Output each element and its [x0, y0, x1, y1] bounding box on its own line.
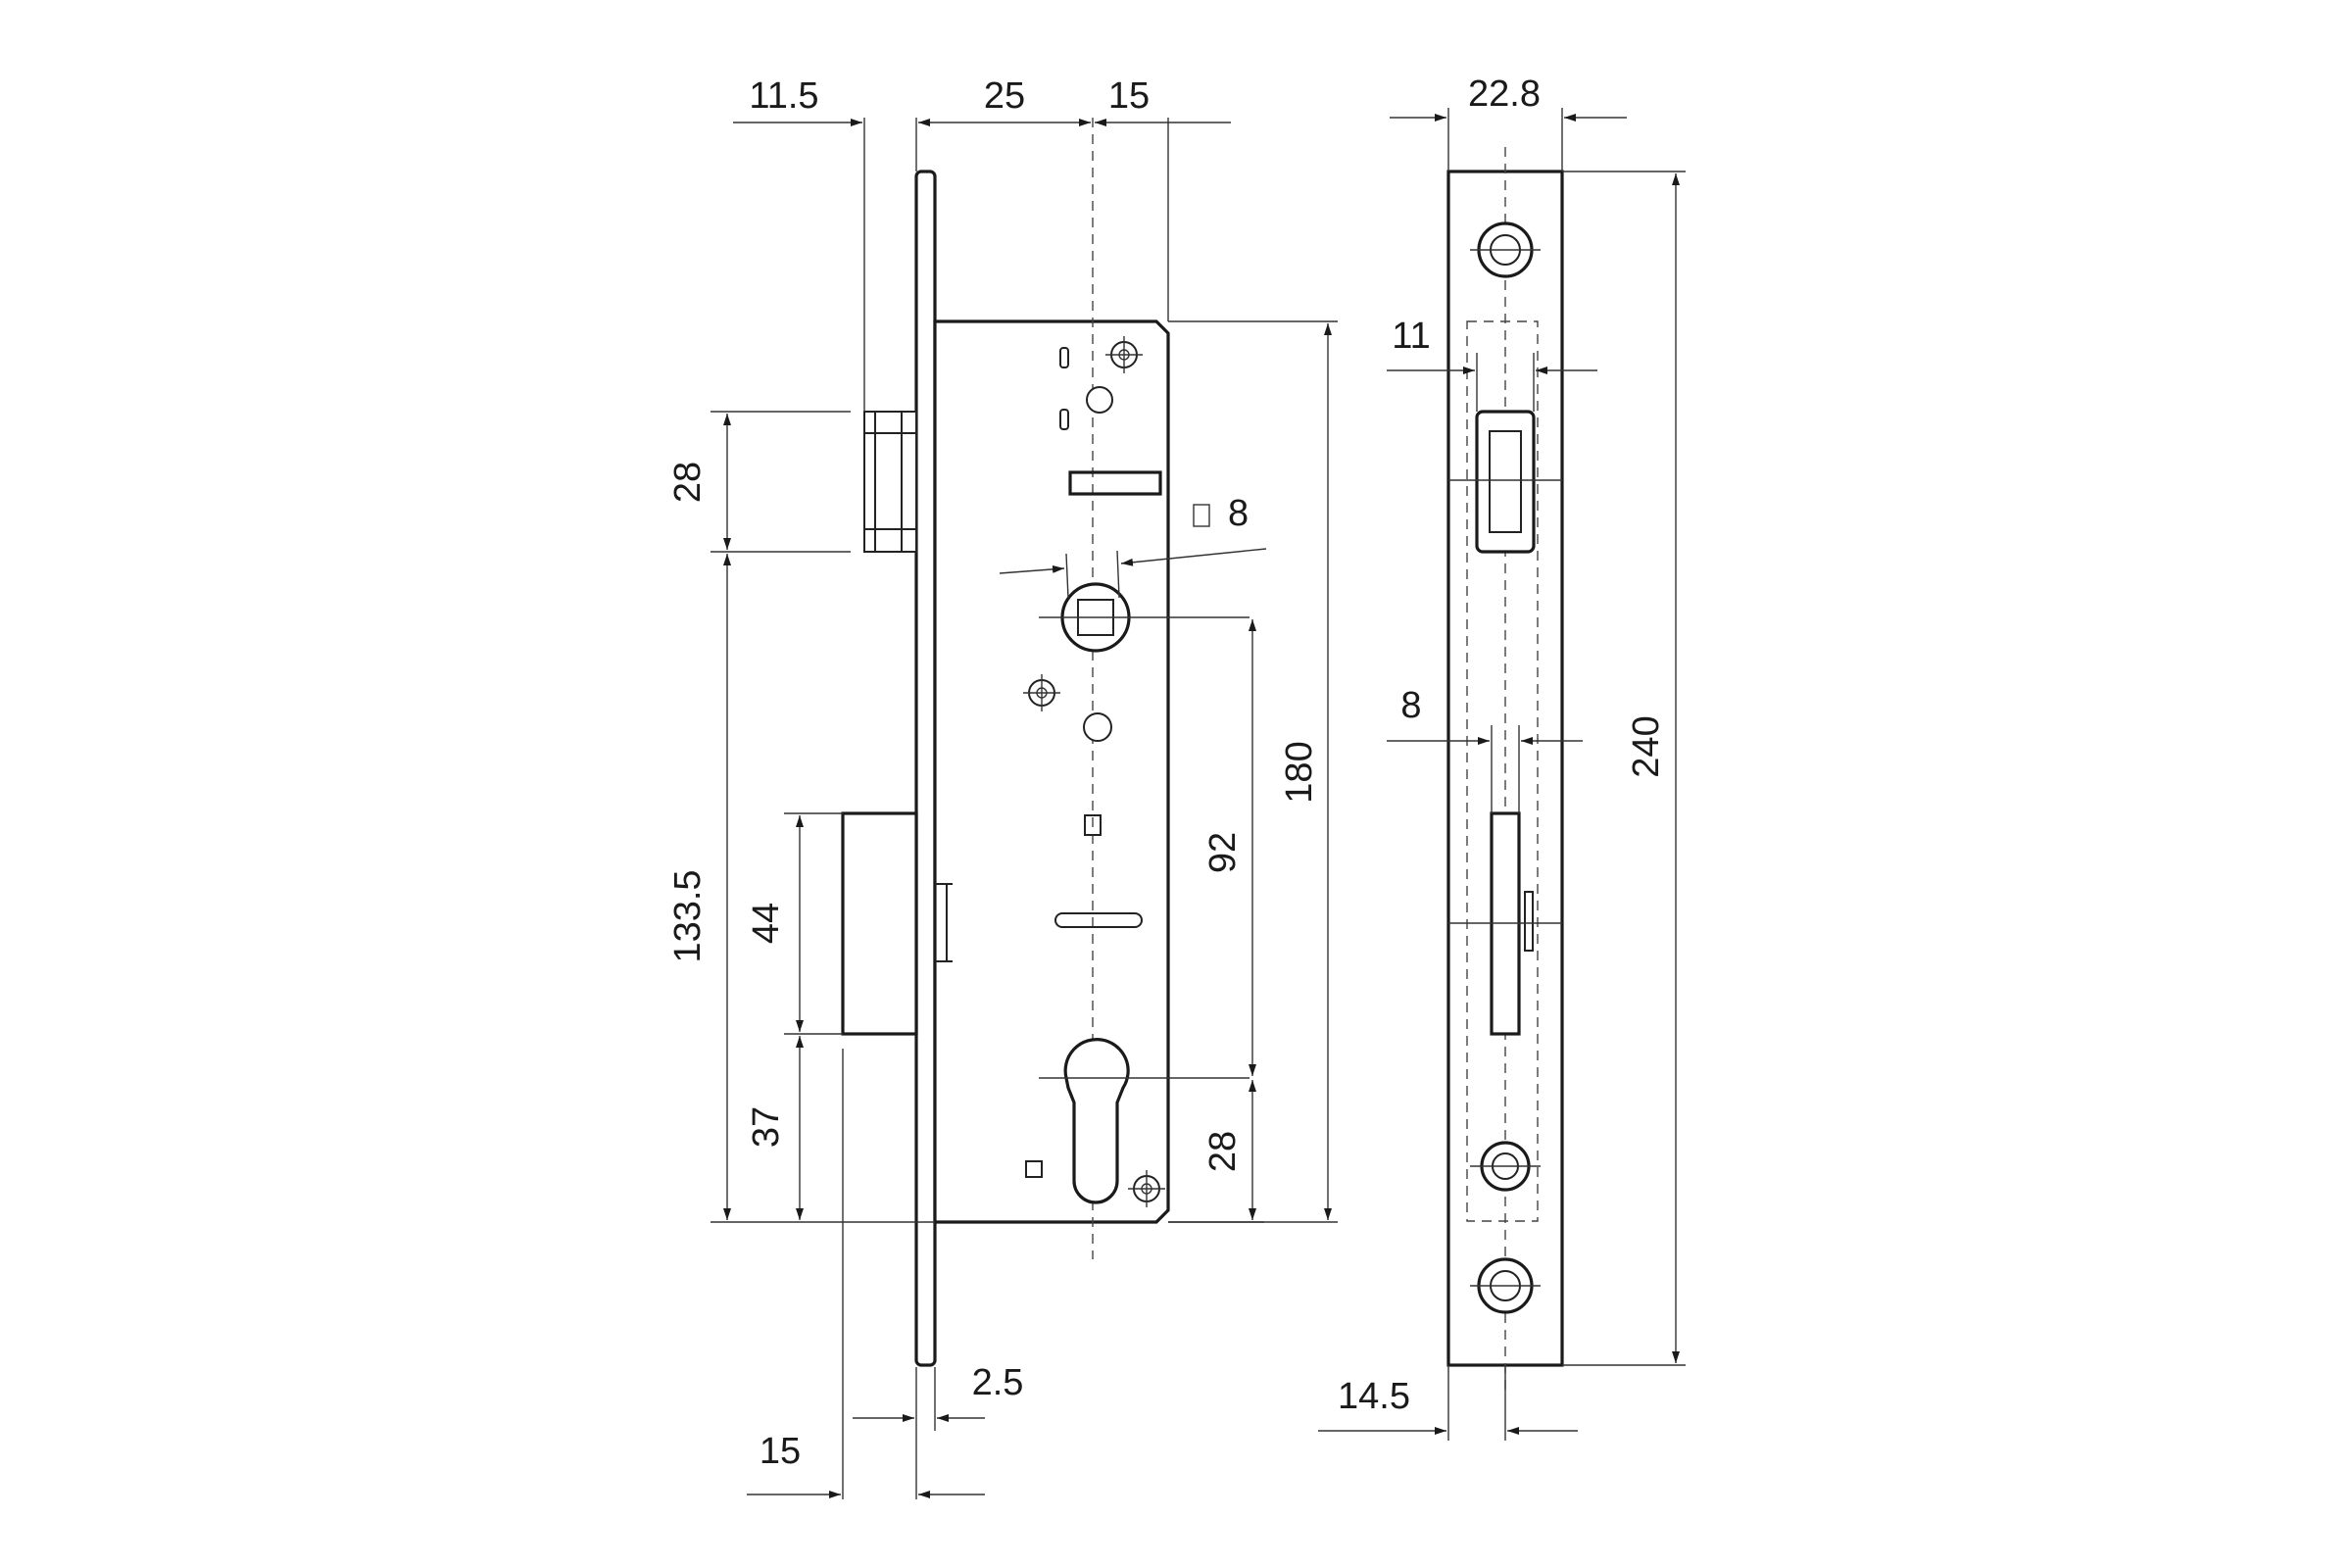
- dim-bolt-width: 8: [1400, 685, 1421, 726]
- dim-faceplate-width: 22.8: [1468, 74, 1541, 115]
- slot-middle: [1084, 814, 1102, 836]
- hole-middle: [1083, 712, 1112, 742]
- screw-bottom: [1128, 1170, 1165, 1207]
- dim-spindle: 8: [1228, 493, 1249, 534]
- dim-faceplate-thickness: 2.5: [972, 1362, 1024, 1403]
- front-dims-bottom: [747, 1049, 985, 1499]
- side-screw-hole-middle: [1470, 1141, 1541, 1192]
- dim-latch-width: 11: [1392, 316, 1430, 357]
- side-screw-hole-bottom: [1470, 1257, 1541, 1314]
- latch-slot: [1068, 470, 1162, 496]
- dim-hole-offset: 14.5: [1338, 1376, 1410, 1417]
- front-dims-top: [733, 118, 1231, 412]
- slot-top-2: [1059, 409, 1069, 430]
- dim-latch: 28: [667, 462, 709, 503]
- dim-backset: 15: [760, 1431, 801, 1472]
- side-view: 22.8 11 8 240 14.5: [1318, 74, 1686, 1441]
- dead-bolt: [841, 811, 918, 1036]
- dim-faceplate-height: 240: [1626, 715, 1667, 777]
- front-dims-left: [710, 411, 935, 1223]
- slot-horizontal: [1054, 912, 1143, 928]
- screw-top: [1105, 336, 1143, 373]
- auxiliary-latch: [935, 883, 953, 962]
- side-deadbolt: [1448, 811, 1562, 1036]
- dim-deadbolt-to-bottom: 37: [746, 1106, 787, 1148]
- front-faceplate: [914, 170, 937, 1367]
- front-dims-right: [999, 320, 1338, 1223]
- front-view: 11.5 25 15 28 133.5 44 37: [667, 75, 1338, 1499]
- latch-bolt: [863, 411, 917, 553]
- side-screw-hole-top: [1470, 221, 1541, 278]
- cylinder-hole: [1039, 1038, 1250, 1204]
- slot-top-1: [1059, 347, 1069, 368]
- dim-latch-to-cylinder: 133.5: [667, 869, 709, 962]
- dim-case-height: 180: [1279, 741, 1320, 803]
- square-outline-icon: [1193, 504, 1210, 527]
- dim-cylinder-to-bottom: 28: [1202, 1131, 1244, 1172]
- dim-spindle-to-edge: 15: [1108, 75, 1150, 117]
- dim-backset-bolt: 11.5: [749, 75, 818, 117]
- side-dims: [1318, 108, 1686, 1441]
- dim-case-to-spindle: 25: [984, 75, 1025, 117]
- dim-deadbolt: 44: [746, 903, 787, 944]
- dim-spindle-to-cylinder: 92: [1202, 832, 1244, 873]
- slot-bottom: [1025, 1160, 1043, 1178]
- hole-top: [1086, 386, 1113, 414]
- spindle-follower: [1039, 582, 1250, 653]
- side-latch: [1448, 410, 1562, 554]
- side-case-hidden-outline: [1466, 320, 1539, 1222]
- lock-case: [933, 319, 1170, 1224]
- screw-middle: [1023, 674, 1060, 711]
